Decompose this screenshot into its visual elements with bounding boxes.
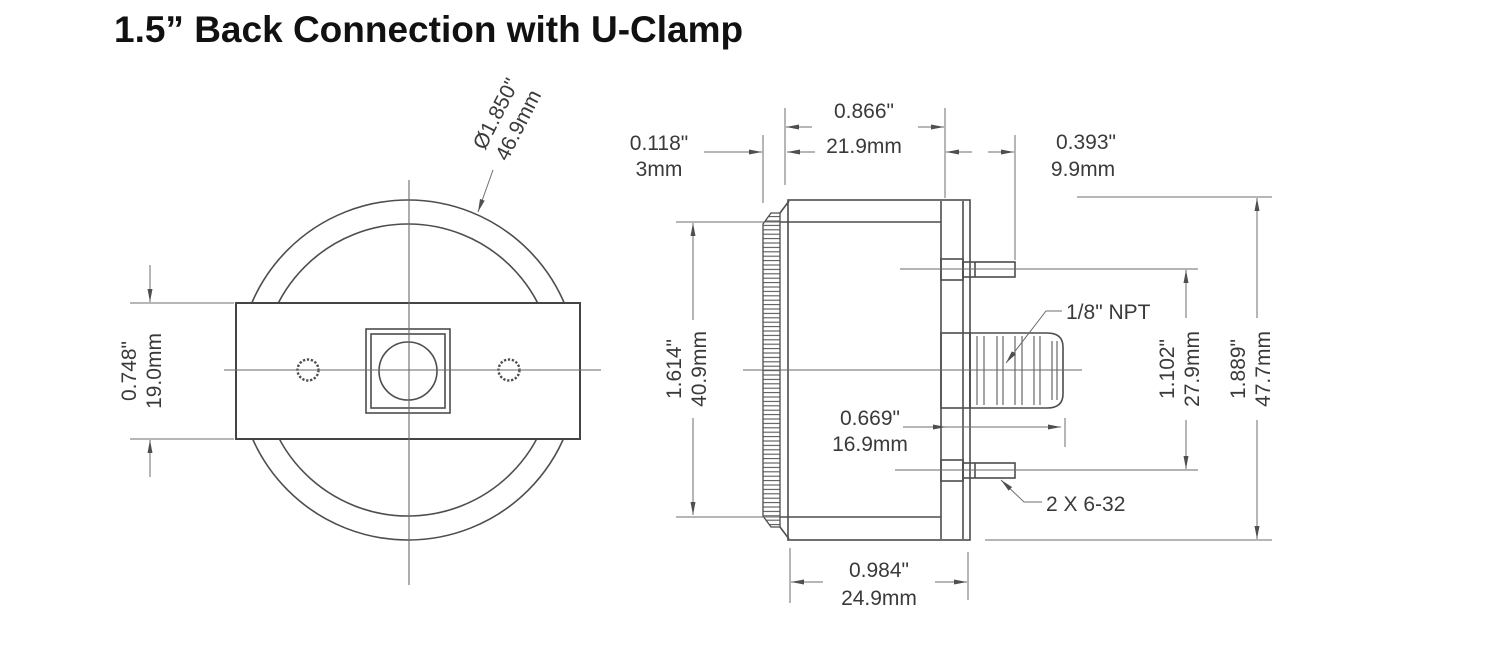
dim-bezel-depth-mm: 3mm bbox=[636, 158, 683, 181]
dim-stud-length-inch: 0.393" bbox=[1056, 131, 1116, 154]
front-view bbox=[224, 180, 601, 585]
npt-connection-label: 1/8" NPT bbox=[1066, 301, 1151, 324]
dim-case-depth-inch: 0.984" bbox=[849, 559, 909, 582]
dimension-labels: Ø1.850" 46.9mm 0.748" 19.0mm 0.118" 3mm … bbox=[118, 75, 1275, 610]
dim-overall-height-inch: 1.889" bbox=[1227, 339, 1250, 399]
dim-case-front-depth-inch: 0.866" bbox=[834, 100, 894, 123]
dim-clamp-height-mm: 19.0mm bbox=[143, 333, 166, 409]
case-bottom-chamfer bbox=[779, 526, 790, 540]
connection-hole bbox=[378, 341, 438, 401]
u-clamp-plate bbox=[235, 302, 581, 440]
dim-stud-spacing-inch: 1.102" bbox=[1156, 339, 1179, 399]
side-view bbox=[743, 199, 1198, 541]
dim-connection-length-inch: 0.669" bbox=[840, 407, 900, 430]
square-opening-outer bbox=[365, 328, 451, 414]
diameter-leader bbox=[477, 169, 494, 213]
dim-case-height-inch: 1.614" bbox=[663, 339, 686, 399]
dim-overall-height: 1.889" 47.7mm bbox=[1227, 331, 1275, 407]
dim-case-height: 1.614" 40.9mm bbox=[663, 331, 711, 407]
dim-case-height-mm: 40.9mm bbox=[688, 331, 711, 407]
dim-stud-length-mm: 9.9mm bbox=[1051, 158, 1115, 181]
npt-leader bbox=[1005, 310, 1062, 364]
case-top-chamfer bbox=[779, 200, 790, 214]
dimension-lines bbox=[130, 108, 1272, 603]
dim-overall-height-mm: 47.7mm bbox=[1252, 331, 1275, 407]
stud-thread-leader bbox=[1000, 479, 1042, 503]
dim-stud-spacing: 1.102" 27.9mm bbox=[1156, 331, 1204, 407]
stud-thread-label: 2 X 6-32 bbox=[1046, 493, 1125, 516]
page-title: 1.5” Back Connection with U-Clamp bbox=[114, 9, 743, 50]
dim-bezel-depth-inch: 0.118" bbox=[630, 132, 688, 155]
dim-case-depth-mm: 24.9mm bbox=[841, 587, 917, 610]
dim-case-front-depth-mm: 21.9mm bbox=[826, 135, 902, 158]
dim-stud-spacing-mm: 27.9mm bbox=[1181, 331, 1204, 407]
dim-clamp-height-inch: 0.748" bbox=[118, 341, 141, 401]
dim-clamp-height: 0.748" 19.0mm bbox=[118, 333, 166, 409]
dim-connection-length-mm: 16.9mm bbox=[832, 433, 908, 456]
square-opening-inner bbox=[370, 333, 446, 409]
dim-outer-diameter: Ø1.850" 46.9mm bbox=[469, 75, 546, 165]
